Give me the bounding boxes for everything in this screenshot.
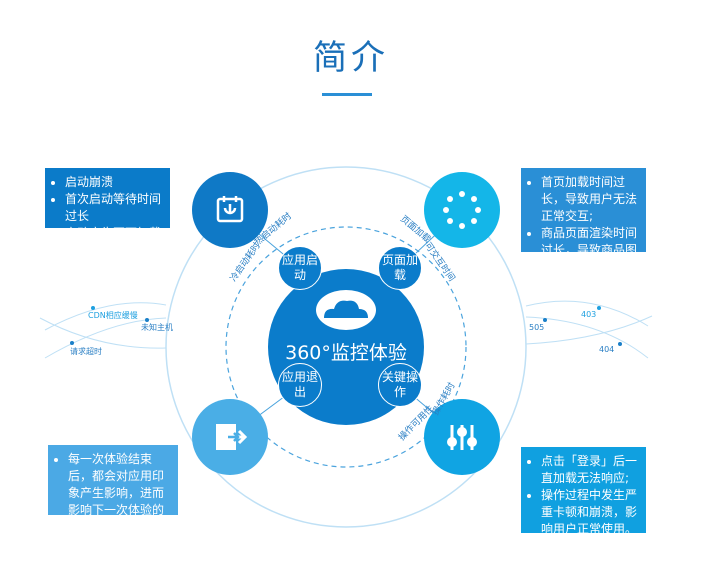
sliders-icon xyxy=(447,425,477,450)
node-app-start[interactable]: 应用启动 xyxy=(278,246,322,290)
right-line-label: 505 xyxy=(529,323,545,332)
bullet: 首次启动等待时间过长 xyxy=(65,191,162,225)
bullet: 首页加载时间过长，导致用户无法正常交互; xyxy=(541,174,638,225)
node-page-load[interactable]: 页面加载 xyxy=(378,246,422,290)
loading-icon xyxy=(443,191,481,229)
right-line-label: 403 xyxy=(581,310,597,319)
left-line-label: 未知主机 xyxy=(141,323,173,332)
node-app-exit[interactable]: 应用退出 xyxy=(278,363,322,407)
exit-icon xyxy=(216,424,248,450)
info-box-top-left: 启动崩溃首次启动等待时间过长启动广告页面加载缓慢 xyxy=(45,168,170,257)
title-underline xyxy=(322,93,372,96)
page-title: 简介 xyxy=(313,38,389,78)
info-box-top-right: 首页加载时间过长，导致用户无法正常交互;商品页面渲染时间过长，导致商品图片展示不… xyxy=(521,168,646,274)
calendar-power-icon xyxy=(216,196,244,223)
center-label: 360°监控体验 xyxy=(285,342,407,364)
info-box-bottom-right: 点击「登录」后一直加载无法响应;操作过程中发生严重卡顿和崩溃，影响用户正常使用。 xyxy=(521,447,646,536)
bullet: 商品页面渲染时间过长，导致商品图片展示不完整。 xyxy=(541,225,638,276)
node-key-ops[interactable]: 关键操作 xyxy=(378,363,422,407)
left-line-label: CDN相应缓慢 xyxy=(88,311,138,320)
info-box-bottom-left: 每一次体验结束后，都会对应用印象产生影响，进而影响下一次体验的客户期望 xyxy=(48,445,178,534)
left-line-label: 请求超时 xyxy=(70,347,102,356)
right-line-label: 404 xyxy=(599,345,615,354)
bullet: 操作过程中发生严重卡顿和崩溃，影响用户正常使用。 xyxy=(541,487,638,538)
bullet: 启动崩溃 xyxy=(65,174,162,191)
bullet: 启动广告页面加载缓慢 xyxy=(65,225,162,259)
bullet: 每一次体验结束后，都会对应用印象产生影响，进而影响下一次体验的客户期望 xyxy=(68,451,170,536)
bullet: 点击「登录」后一直加载无法响应; xyxy=(541,453,638,487)
